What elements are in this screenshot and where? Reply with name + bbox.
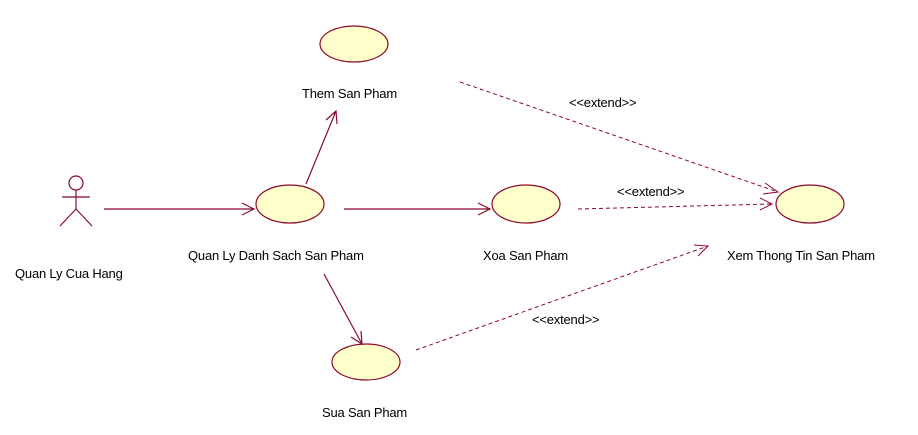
label-xem-thong-tin-san-pham: Xem Thong Tin San Pham bbox=[727, 248, 875, 263]
label-xoa-san-pham: Xoa San Pham bbox=[483, 248, 569, 263]
label-quan-ly-danh-sach-san-pham: Quan Ly Danh Sach San Pham bbox=[188, 248, 364, 263]
association-quanly-to-sua bbox=[323, 273, 363, 346]
usecase-quan-ly-danh-sach-san-pham[interactable] bbox=[255, 184, 325, 224]
label-actor-quan-ly-cua-hang: Quan Ly Cua Hang bbox=[15, 266, 123, 281]
actor-right-leg bbox=[75, 208, 93, 227]
label-them-san-pham: Them San Pham bbox=[302, 86, 397, 101]
label-sua-san-pham: Sua San Pham bbox=[322, 405, 408, 420]
label-extend-them: <<extend>> bbox=[569, 95, 637, 110]
association-actor-to-quanly bbox=[104, 202, 256, 216]
usecase-sua-san-pham[interactable] bbox=[331, 343, 401, 381]
extend-arrow-sua-to-xem bbox=[415, 244, 710, 351]
extend-arrow-them-to-xem bbox=[459, 81, 780, 195]
association-quanly-to-xoa bbox=[344, 202, 492, 216]
usecase-xoa-san-pham[interactable] bbox=[491, 184, 561, 224]
actor-icon[interactable] bbox=[59, 175, 93, 227]
association-quanly-to-them bbox=[305, 109, 338, 185]
extend-arrow-xoa-to-xem bbox=[577, 197, 774, 211]
label-extend-xoa: <<extend>> bbox=[617, 184, 685, 199]
actor-head bbox=[68, 175, 84, 191]
label-extend-sua: <<extend>> bbox=[532, 312, 600, 327]
usecase-them-san-pham[interactable] bbox=[319, 25, 389, 63]
usecase-xem-thong-tin-san-pham[interactable] bbox=[775, 184, 845, 224]
actor-left-leg bbox=[59, 208, 77, 227]
